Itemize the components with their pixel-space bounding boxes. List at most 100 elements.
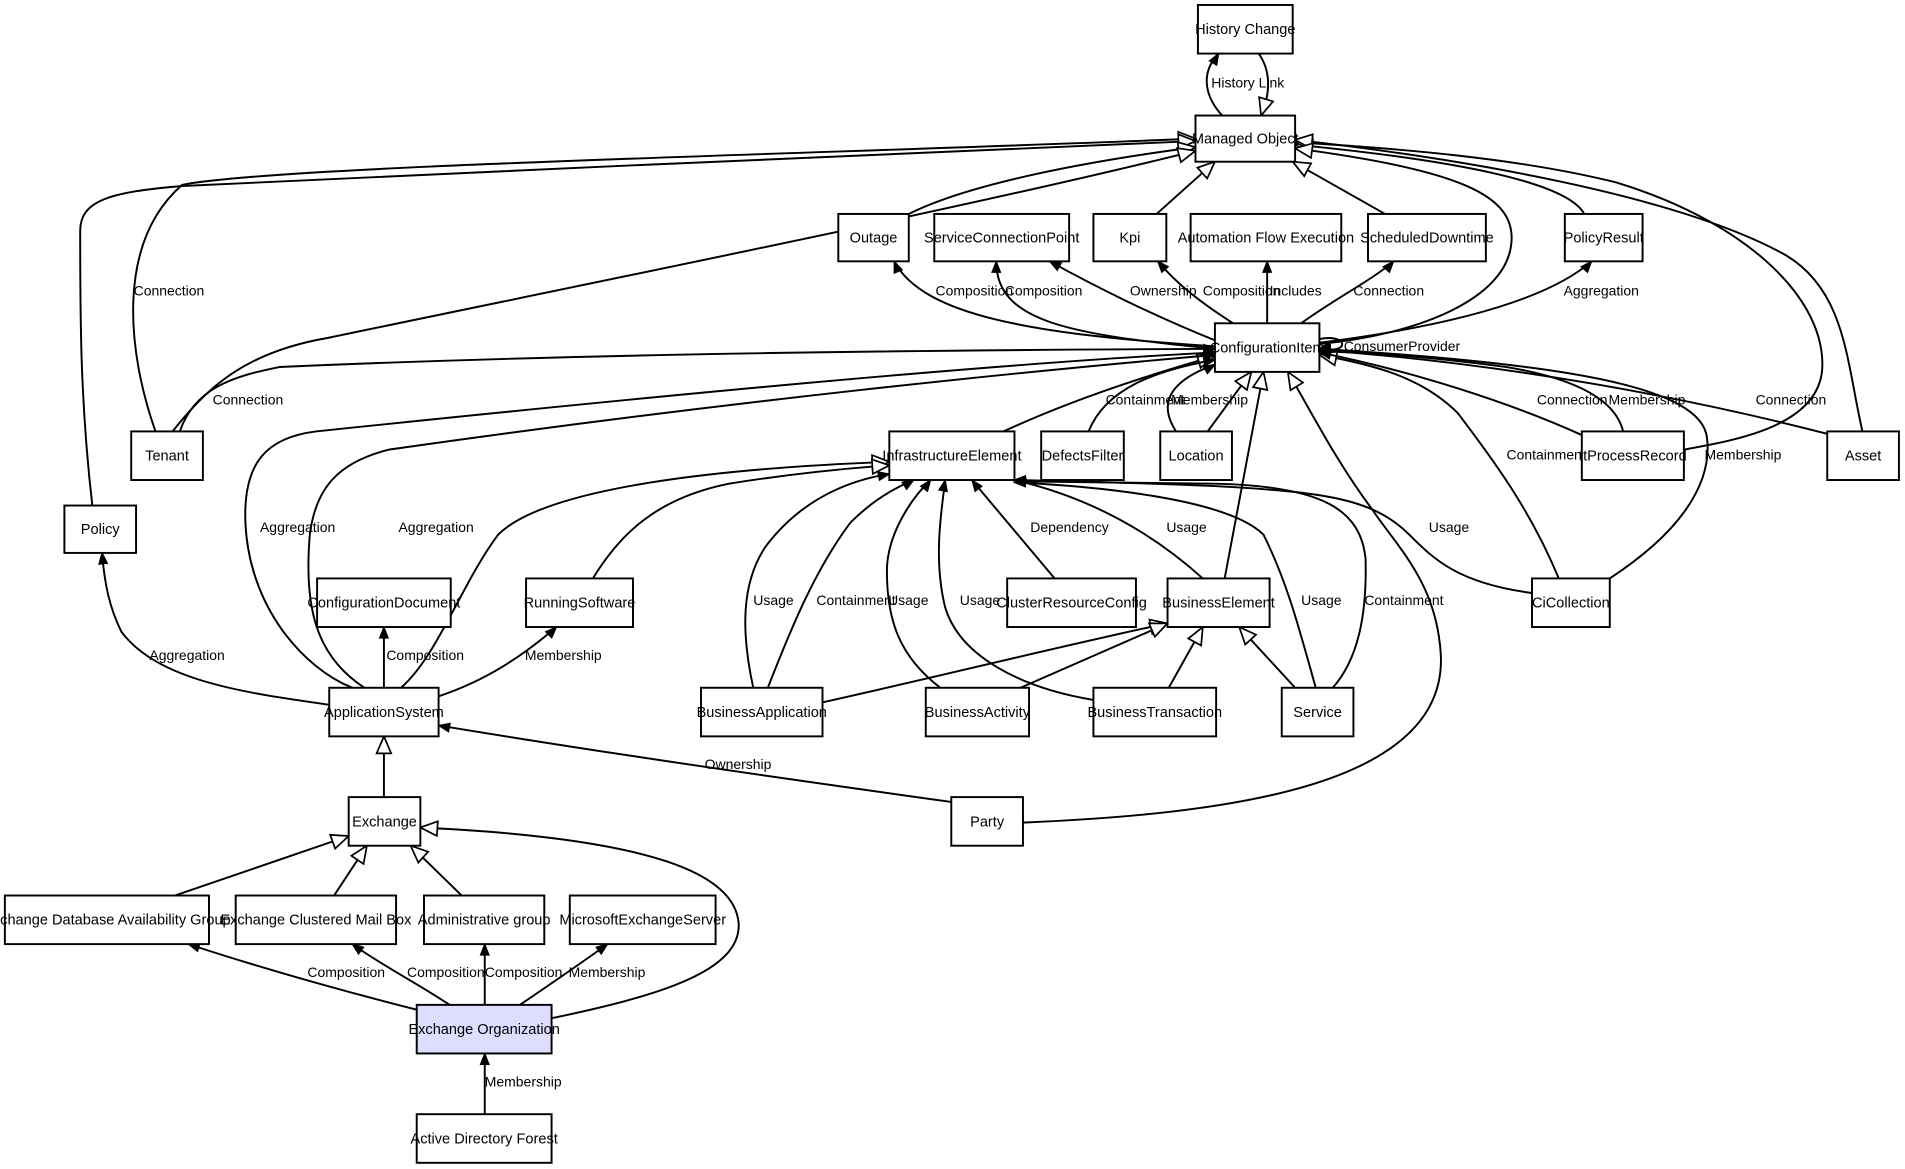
node-afe[interactable]: Automation Flow Execution <box>1178 212 1354 263</box>
node-bizact[interactable]: BusinessActivity <box>924 686 1031 738</box>
node-label: Party <box>970 814 1005 830</box>
edge-line <box>1295 138 1864 432</box>
node-bizel[interactable]: BusinessElement <box>1162 577 1275 628</box>
node-ci[interactable]: ConfigurationItem <box>1210 322 1325 373</box>
node-service[interactable]: Service <box>1280 686 1355 738</box>
inheritance-arrowhead <box>1233 370 1253 392</box>
inheritance-arrowhead <box>349 843 369 866</box>
inheritance-arrowhead <box>1286 370 1305 392</box>
edge-bizapp-infra1: Usage <box>744 471 891 688</box>
edge-asset-ci: Connection <box>1317 344 1828 435</box>
edge-line <box>244 351 1215 689</box>
association-arrowhead <box>937 478 948 493</box>
edge-label: Composition <box>935 282 1013 298</box>
node-box <box>1194 114 1297 163</box>
node-kpi[interactable]: Kpi <box>1092 212 1168 263</box>
node-infra[interactable]: InfrastructureElement <box>882 430 1022 481</box>
inheritance-arrowhead <box>1176 147 1198 164</box>
node-asset[interactable]: Asset <box>1826 430 1900 481</box>
edge-label: Containment <box>1106 392 1185 408</box>
node-label: Policy <box>81 522 121 538</box>
node-appsys[interactable]: ApplicationSystem <box>324 686 444 738</box>
edge-org-ecmb: Composition <box>350 943 485 1006</box>
node-sched[interactable]: ScheduledDowntime <box>1360 212 1494 263</box>
edge-line <box>1223 371 1265 579</box>
edge-label: Usage <box>960 592 1001 608</box>
node-history-change[interactable]: History Change <box>1195 4 1295 55</box>
node-location[interactable]: Location <box>1159 430 1233 481</box>
edge-line <box>1087 358 1216 432</box>
edge-org-edag: Composition <box>186 942 417 1011</box>
node-box <box>130 430 204 481</box>
edge-label: ConsumerProvider <box>1344 338 1461 354</box>
edge-biztx-infra: Usage <box>937 478 1094 701</box>
node-adf[interactable]: Active Directory Forest <box>411 1113 558 1164</box>
node-label: ItProcessRecord <box>1579 449 1687 465</box>
node-label: BusinessApplication <box>697 705 827 721</box>
edge-line <box>188 943 417 1011</box>
node-policy[interactable]: Policy <box>63 504 138 554</box>
edge-label: Connection <box>1353 282 1424 298</box>
node-managed-object[interactable]: Managed Object <box>1192 114 1299 163</box>
edge-edag-exch <box>174 833 351 897</box>
edge-line <box>1295 143 1586 215</box>
edge-label: Membership <box>1609 392 1686 408</box>
node-box <box>1563 212 1644 263</box>
node-cicoll[interactable]: CiCollection <box>1531 577 1611 628</box>
edge-line <box>1319 349 1828 435</box>
node-crc[interactable]: ClusterResourceConfig <box>996 577 1147 628</box>
edge-ci-outage: Composition <box>893 259 1215 348</box>
node-party[interactable]: Party <box>950 796 1024 847</box>
node-mes[interactable]: MicrosoftExchangeServer <box>559 894 726 946</box>
node-box <box>888 430 1016 481</box>
edge-exch-app <box>375 734 393 798</box>
node-box <box>933 212 1071 263</box>
edge-label: Usage <box>1166 519 1207 535</box>
node-outage[interactable]: Outage <box>837 212 910 263</box>
association-arrowhead <box>479 942 490 956</box>
node-defects[interactable]: DefectsFilter <box>1040 430 1125 481</box>
node-label: Managed Object <box>1192 131 1299 147</box>
edge-label: History Link <box>1211 75 1284 91</box>
inheritance-arrowhead <box>1258 95 1275 118</box>
node-scp[interactable]: ServiceConnectionPoint <box>924 212 1079 263</box>
edge-label: Usage <box>753 592 794 608</box>
node-label: Exchange Organization <box>408 1022 559 1038</box>
edge-tenant-ci: Connection <box>178 343 1217 432</box>
edge-line <box>937 479 1094 701</box>
node-label: Location <box>1169 449 1224 465</box>
node-running[interactable]: RunningSoftware <box>524 577 636 628</box>
node-box <box>950 796 1024 847</box>
edge-line <box>79 140 1196 506</box>
inheritance-arrowhead <box>1237 625 1258 647</box>
node-confdoc[interactable]: ConfigurationDocument <box>307 577 460 628</box>
node-label: RunningSoftware <box>524 596 636 612</box>
node-biztx[interactable]: BusinessTransaction <box>1087 686 1222 738</box>
edge-hist2 <box>1257 53 1275 118</box>
association-arrowhead <box>970 478 983 493</box>
node-itpr[interactable]: ItProcessRecord <box>1579 430 1687 481</box>
node-box <box>924 686 1031 738</box>
node-policy-result[interactable]: PolicyResult <box>1563 212 1644 263</box>
edge-label: Membership <box>1705 446 1782 462</box>
node-tenant[interactable]: Tenant <box>130 430 204 481</box>
node-bizapp[interactable]: BusinessApplication <box>697 686 827 738</box>
node-edag[interactable]: Exchange Database Availability Group <box>0 894 231 946</box>
node-box <box>63 504 138 554</box>
edge-app-infra <box>400 453 892 689</box>
node-ecmb[interactable]: Exchange Clustered Mail Box <box>220 894 412 946</box>
association-arrowhead <box>1262 259 1273 273</box>
edge-app-ci2: Aggregation <box>307 350 1217 689</box>
node-exchange-org[interactable]: Exchange Organization <box>408 1003 560 1055</box>
edge-app-ci1: Aggregation <box>244 348 1217 689</box>
edge-label: Connection <box>1537 392 1608 408</box>
node-label: InfrastructureElement <box>882 449 1021 465</box>
node-admgroup[interactable]: Administrative group <box>418 894 551 946</box>
node-label: Service <box>1293 705 1342 721</box>
node-label: BusinessTransaction <box>1087 705 1222 721</box>
node-box <box>234 894 398 946</box>
node-box <box>347 796 422 847</box>
edge-label: Usage <box>1429 519 1470 535</box>
association-arrowhead <box>919 478 932 493</box>
node-exchange[interactable]: Exchange <box>347 796 422 847</box>
